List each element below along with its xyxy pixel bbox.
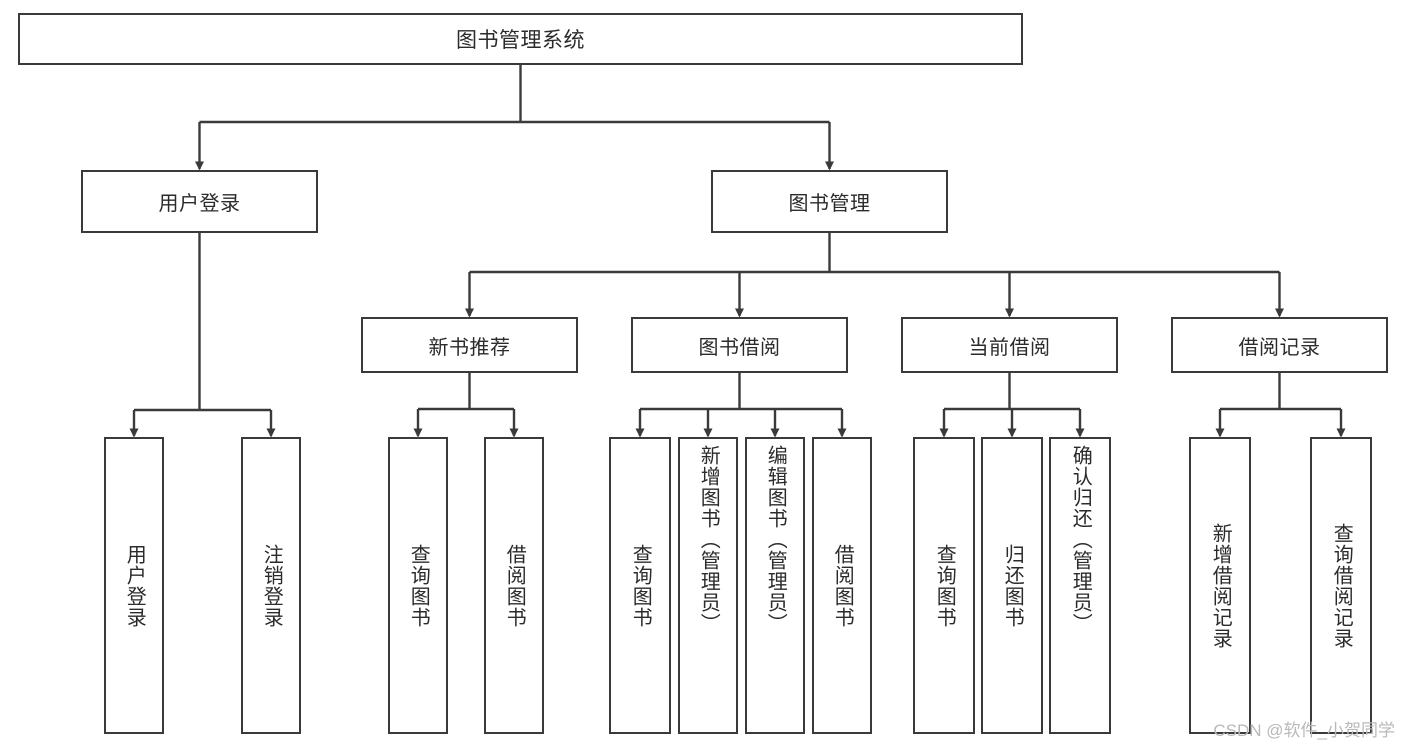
node-leaf-logout[interactable]: 注销登录 (241, 437, 301, 734)
node-label: 编辑图书（管理员） (764, 445, 787, 634)
node-leaf-user-login[interactable]: 用户登录 (104, 437, 164, 734)
node-borrow-record[interactable]: 借阅记录 (1171, 317, 1388, 373)
node-leaf-add-book[interactable]: 新增图书（管理员） (678, 437, 738, 734)
node-leaf-add-record[interactable]: 新增借阅记录 (1189, 437, 1251, 734)
node-label: 查询图书 (407, 543, 430, 628)
node-leaf-query-record[interactable]: 查询借阅记录 (1310, 437, 1372, 734)
node-label: 查询图书 (629, 543, 652, 628)
node-label: 查询图书 (933, 543, 956, 628)
node-leaf-borrow-book-2[interactable]: 借阅图书 (812, 437, 872, 734)
node-book-borrow[interactable]: 图书借阅 (631, 317, 848, 373)
node-label: 借阅记录 (1238, 336, 1321, 359)
node-label: 新增借阅记录 (1209, 522, 1232, 649)
node-leaf-edit-book[interactable]: 编辑图书（管理员） (745, 437, 805, 734)
node-leaf-query-book-2[interactable]: 查询图书 (609, 437, 671, 734)
node-user-login[interactable]: 用户登录 (81, 170, 318, 233)
node-leaf-return-book[interactable]: 归还图书 (981, 437, 1043, 734)
node-label: 新增图书（管理员） (697, 445, 720, 634)
node-label: 新书推荐 (428, 336, 511, 359)
node-label: 查询借阅记录 (1330, 522, 1353, 649)
watermark-text: CSDN @软件_小贺同学 (1213, 721, 1395, 740)
node-new-book-recommend[interactable]: 新书推荐 (361, 317, 578, 373)
node-label: 归还图书 (1001, 543, 1024, 628)
node-root-system[interactable]: 图书管理系统 (18, 13, 1023, 65)
node-label: 借阅图书 (503, 543, 526, 628)
node-leaf-query-book-3[interactable]: 查询图书 (913, 437, 975, 734)
node-label: 注销登录 (260, 543, 283, 628)
node-label: 图书管理 (788, 193, 871, 215)
node-leaf-query-book-1[interactable]: 查询图书 (388, 437, 448, 734)
node-label: 图书管理系统 (456, 29, 585, 52)
node-leaf-borrow-book-1[interactable]: 借阅图书 (484, 437, 544, 734)
node-label: 用户登录 (158, 193, 241, 215)
node-label: 图书借阅 (698, 336, 781, 359)
node-label: 借阅图书 (831, 543, 854, 628)
node-label: 用户登录 (123, 543, 146, 628)
node-label: 当前借阅 (968, 336, 1051, 359)
node-current-borrow[interactable]: 当前借阅 (901, 317, 1118, 373)
node-label: 确认归还（管理员） (1069, 445, 1092, 634)
node-book-manage[interactable]: 图书管理 (711, 170, 948, 233)
node-leaf-confirm-return[interactable]: 确认归还（管理员） (1049, 437, 1111, 734)
